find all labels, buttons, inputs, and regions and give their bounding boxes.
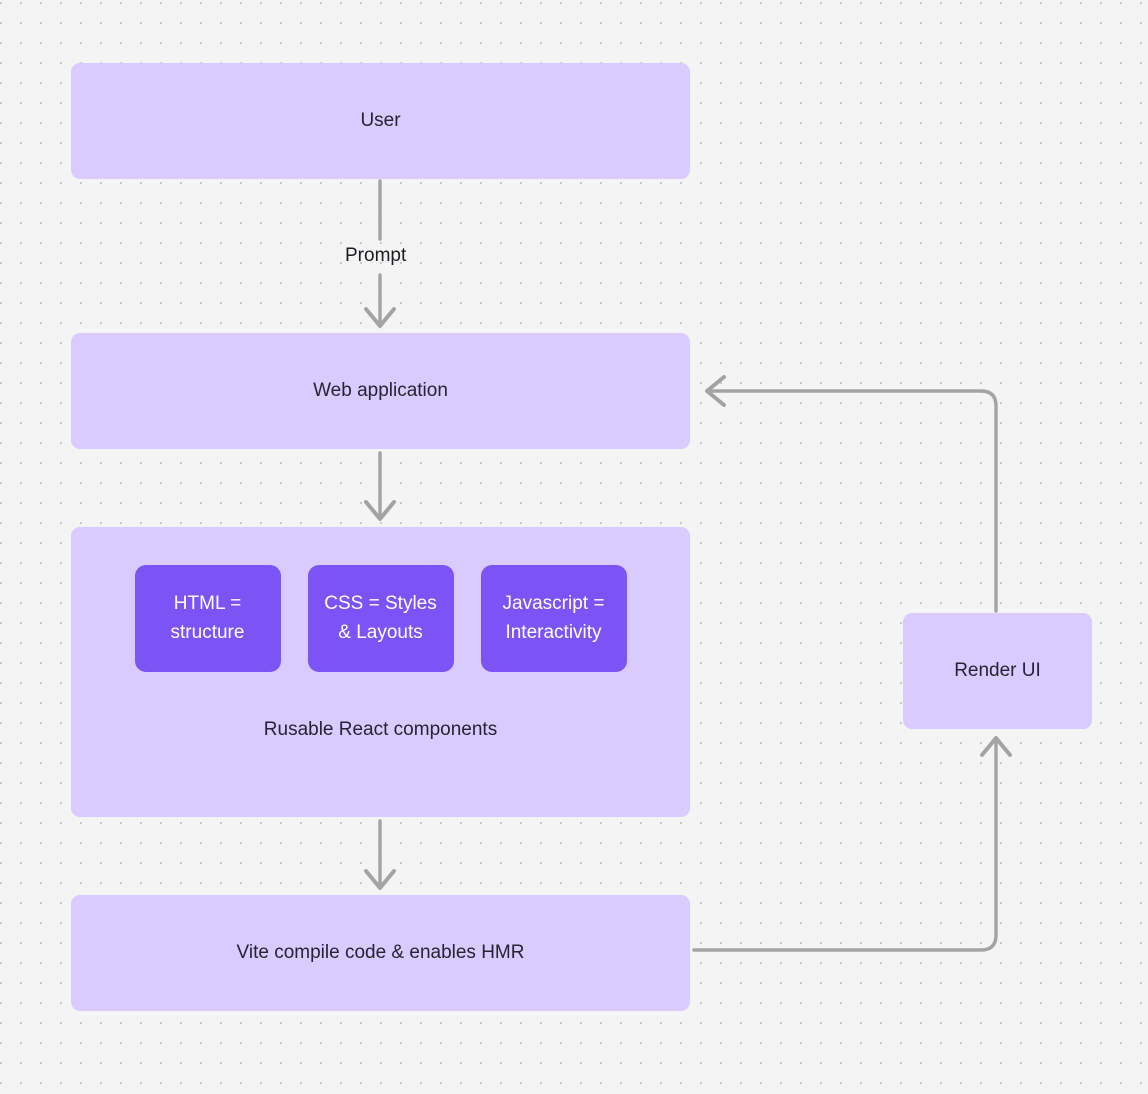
edge-render-to-webapp — [705, 389, 998, 613]
subnode-css-line1: CSS = Styles — [324, 593, 437, 614]
node-render-ui-label: Render UI — [954, 660, 1041, 682]
node-render-ui[interactable]: Render UI — [903, 613, 1092, 729]
subnode-html-line1: HTML = — [173, 593, 242, 614]
node-web-application-label: Web application — [313, 380, 448, 402]
subnode-row: HTML = structure CSS = Styles & Layouts … — [71, 565, 690, 672]
edge-vite-to-render — [692, 736, 998, 952]
node-user[interactable]: User — [71, 63, 690, 179]
subnode-html-line2: structure — [170, 621, 245, 643]
arrowhead-webapp-to-components — [364, 500, 396, 521]
node-components-caption: Rusable React components — [263, 719, 498, 740]
subnode-html[interactable]: HTML = structure — [134, 565, 281, 672]
node-vite[interactable]: Vite compile code & enables HMR — [71, 895, 690, 1011]
subnode-javascript-line1: Javascript = — [502, 593, 605, 614]
subnode-javascript[interactable]: Javascript = Interactivity — [480, 565, 627, 672]
node-web-application[interactable]: Web application — [71, 333, 690, 449]
node-reusable-react-components[interactable]: HTML = structure CSS = Styles & Layouts … — [71, 527, 690, 817]
node-user-label: User — [360, 110, 401, 132]
subnode-javascript-line2: Interactivity — [505, 621, 602, 643]
edge-label-prompt: Prompt — [345, 245, 407, 266]
subnode-css-line2: & Layouts — [338, 621, 423, 643]
subnode-css[interactable]: CSS = Styles & Layouts — [307, 565, 454, 672]
arrowhead-render-to-webapp — [705, 375, 726, 407]
node-vite-label: Vite compile code & enables HMR — [236, 942, 525, 964]
arrowhead-prompt-to-webapp — [364, 307, 396, 328]
arrowhead-vite-to-render — [980, 736, 1012, 757]
arrowhead-components-to-vite — [364, 869, 396, 890]
